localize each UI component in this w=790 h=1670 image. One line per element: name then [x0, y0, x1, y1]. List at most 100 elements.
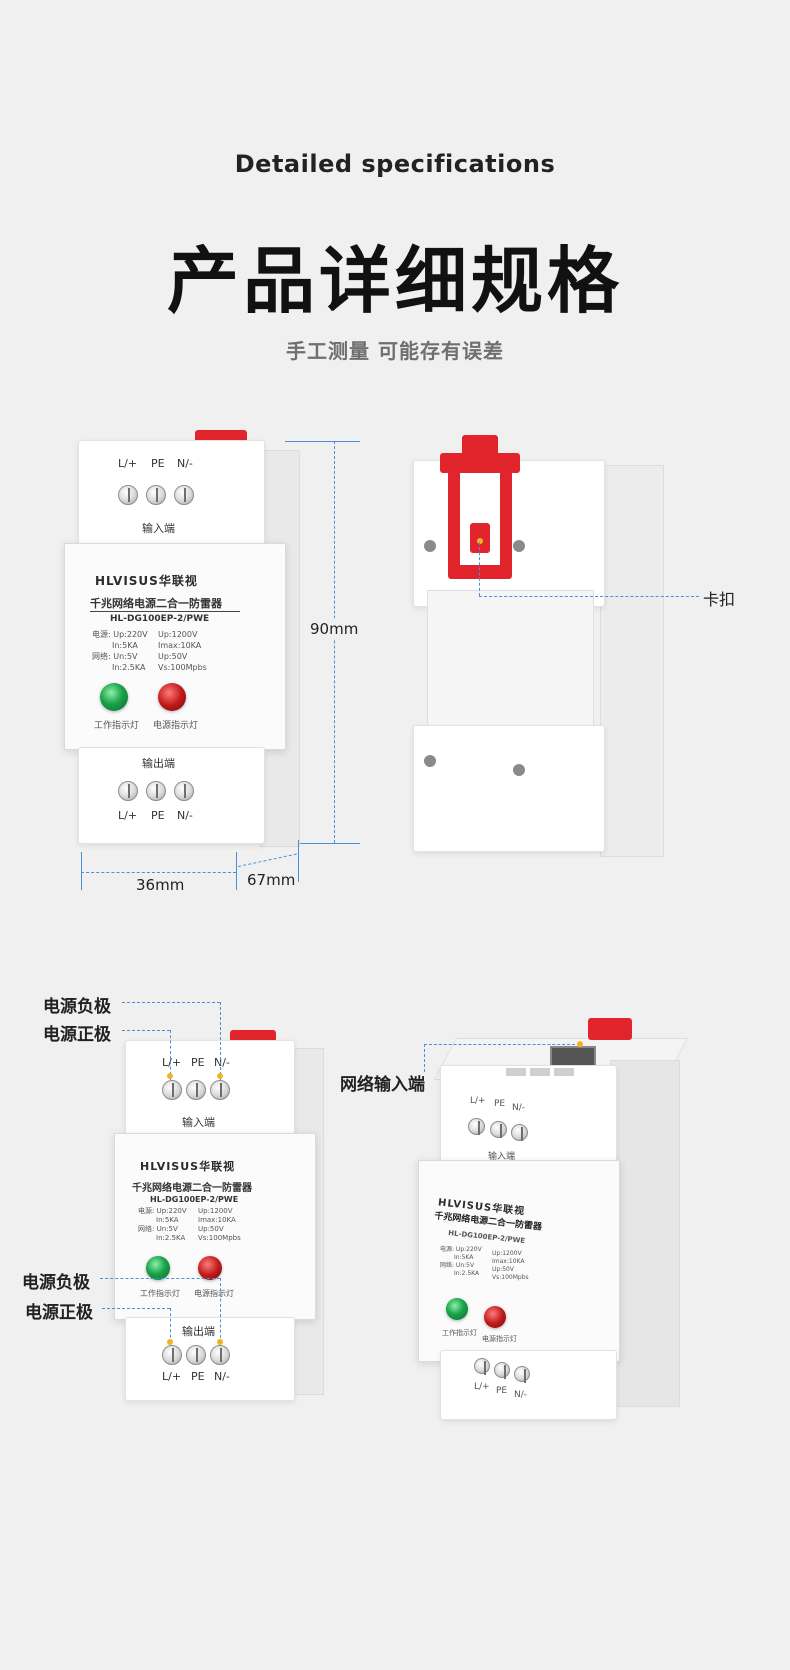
- power-negative-callout-bottom: 电源负极: [22, 1273, 90, 1293]
- screw-terminal: [186, 1345, 206, 1365]
- subtitle: 手工测量 可能存有误差: [286, 339, 504, 363]
- device-side: [600, 465, 664, 857]
- terminal-label-n: N/-: [512, 1103, 526, 1113]
- power-indicator-led: [484, 1306, 506, 1328]
- screw-terminal: [511, 1124, 528, 1141]
- screw-terminal: [118, 485, 138, 505]
- device-front-view: L/+ PE N/- 输入端 HLVISUS华联视 千兆网络电源二合一防雷器 H…: [60, 425, 320, 855]
- height-dimension: 90mm: [310, 618, 359, 640]
- screw-terminal: [210, 1080, 230, 1100]
- clip-marker: [477, 538, 483, 544]
- spec-item: 电源: Up:220V: [440, 1246, 482, 1253]
- leader-pos-top-v: [170, 1030, 171, 1080]
- spec-item: Up:1200V: [158, 630, 198, 639]
- spec-item: Up:50V: [158, 652, 188, 661]
- power-negative-callout-top: 电源负极: [43, 997, 111, 1017]
- front-panel: [418, 1160, 620, 1362]
- screw-terminal: [118, 781, 138, 801]
- dim-tick-left: [81, 852, 82, 890]
- terminal-label-l: L/+: [118, 809, 138, 822]
- power-indicator-led: [158, 683, 186, 711]
- terminal-label-l: L/+: [162, 1370, 182, 1383]
- leader-pos-top-h: [122, 1030, 170, 1031]
- device-angled-view: L/+ PE N/- 输入端 HLVISUS华联视 千兆网络电源二合一防雷器 H…: [410, 1010, 690, 1430]
- depth-dim-line: [238, 853, 297, 867]
- leader-neg-top-h: [122, 1002, 220, 1003]
- dim-tick-mid: [236, 852, 237, 890]
- rj45-marker: [577, 1041, 583, 1047]
- network-input-callout: 网络输入端: [340, 1075, 425, 1095]
- brand-logo: HLVISUS华联视: [95, 574, 198, 588]
- spec-item: Vs:100Mpbs: [158, 663, 207, 672]
- output-label: 输出端: [142, 757, 175, 770]
- screw-terminal: [474, 1358, 490, 1375]
- power-positive-callout-top: 电源正极: [43, 1025, 111, 1045]
- dim-tick-top: [285, 441, 360, 442]
- mount-hole: [424, 755, 436, 767]
- rail-clip: [440, 435, 520, 590]
- spec-item: Up:1200V: [198, 1207, 233, 1215]
- terminal-label-l: L/+: [470, 1096, 486, 1106]
- terminal-label-pe: PE: [494, 1099, 506, 1109]
- product-name: 千兆网络电源二合一防雷器: [132, 1183, 252, 1194]
- screw-terminal: [146, 485, 166, 505]
- spec-item: Vs:100Mpbs: [198, 1234, 241, 1242]
- screw-terminal: [468, 1118, 485, 1135]
- work-led-label: 工作指示灯: [442, 1329, 477, 1337]
- title-cn: 产品详细规格: [166, 239, 623, 323]
- terminal-label-n: N/-: [214, 1370, 230, 1383]
- spec-item: In:2.5KA: [454, 1270, 480, 1277]
- spec-item: Up:1200V: [492, 1250, 522, 1257]
- width-dimension: 36mm: [136, 876, 185, 894]
- spec-item: 网络: Un:5V: [440, 1262, 475, 1269]
- network-leader-v: [424, 1044, 425, 1072]
- leader-pos-bot-h: [102, 1308, 170, 1309]
- clip-leader-v: [479, 542, 480, 596]
- mount-hole: [513, 540, 525, 552]
- power-led-label: 电源指示灯: [153, 721, 199, 731]
- input-label: 输入端: [182, 1116, 215, 1129]
- clip-leader-h: [479, 596, 699, 597]
- terminal-label-pe: PE: [191, 1370, 205, 1383]
- model-number: HL-DG100EP-2/PWE: [110, 614, 210, 624]
- screw-terminal: [514, 1366, 530, 1383]
- terminal-label-pe: PE: [496, 1386, 508, 1396]
- spec-item: Up:50V: [198, 1225, 224, 1233]
- clip-callout: 卡扣: [703, 590, 736, 609]
- device-back-view: [405, 430, 675, 860]
- back-lower: [413, 725, 605, 852]
- spec-item: Imax:10KA: [198, 1216, 236, 1224]
- front-panel: [114, 1133, 316, 1320]
- spec-item: Vs:100Mpbs: [492, 1274, 529, 1281]
- terminal-label-pe: PE: [191, 1056, 205, 1069]
- terminal-label-n: N/-: [214, 1056, 230, 1069]
- vent-slot: [506, 1068, 526, 1076]
- terminal-marker: [217, 1339, 223, 1345]
- leader-neg-bot-v: [220, 1278, 221, 1343]
- back-center: [427, 590, 594, 737]
- spec-item: In:2.5KA: [112, 663, 146, 672]
- work-indicator-led: [146, 1256, 170, 1280]
- work-indicator-led: [100, 683, 128, 711]
- leader-neg-top-v: [220, 1002, 221, 1080]
- screw-terminal: [186, 1080, 206, 1100]
- terminal-label-pe: PE: [151, 809, 165, 822]
- screw-terminal: [162, 1345, 182, 1365]
- spec-item: In:5KA: [156, 1216, 179, 1224]
- network-leader-h: [424, 1044, 580, 1045]
- brand-logo: HLVISUS华联视: [140, 1160, 236, 1173]
- power-led-label: 电源指示灯: [194, 1289, 234, 1298]
- spec-item: Imax:10KA: [492, 1258, 525, 1265]
- divider: [90, 611, 240, 612]
- title-en: Detailed specifications: [234, 150, 556, 178]
- height-dim-line: [334, 441, 335, 843]
- spec-item: 电源: Up:220V: [92, 630, 148, 639]
- vent-slot: [530, 1068, 550, 1076]
- screw-terminal: [494, 1362, 510, 1379]
- input-label: 输入端: [488, 1152, 516, 1162]
- dim-tick-bottom: [300, 843, 360, 844]
- spec-item: In:2.5KA: [156, 1234, 186, 1242]
- output-label: 输出端: [182, 1325, 215, 1338]
- leader-neg-bot-h: [100, 1278, 220, 1279]
- terminal-label-l: L/+: [162, 1056, 182, 1069]
